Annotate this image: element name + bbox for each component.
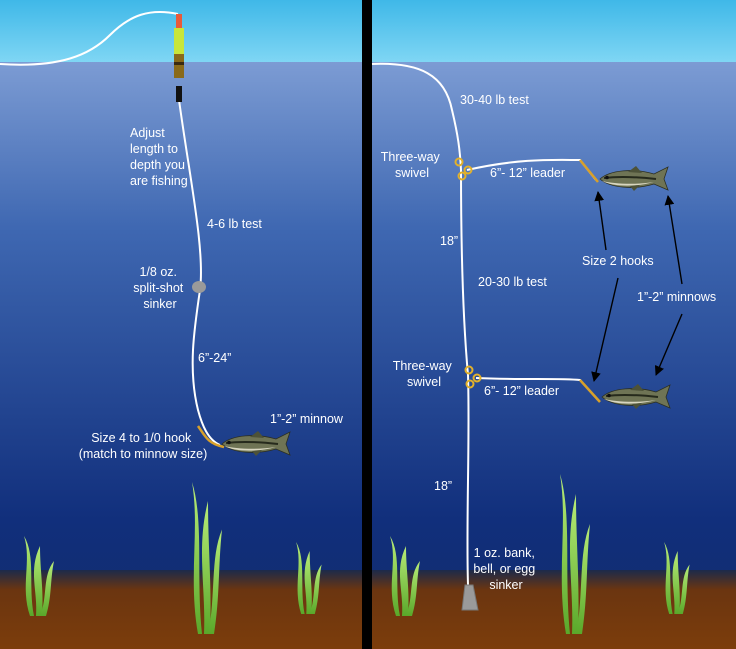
leader-top-label: 6”- 12” leader (490, 166, 565, 180)
adjust-label: Adjust length to depth you are fishing (130, 126, 188, 188)
panel-divider (362, 0, 372, 649)
swivel-bottom-label: Three-way swivel (393, 359, 456, 389)
swivel-top-label: Three-way swivel (381, 150, 444, 180)
minnows-label: 1”-2” minnows (637, 290, 716, 304)
hooks-label: Size 2 hooks (582, 254, 654, 268)
hook-bottom (579, 379, 601, 403)
line-test-label: 4-6 lb test (207, 217, 262, 231)
split-shot-sinker (192, 281, 206, 293)
bobber (174, 14, 184, 102)
hook-top (579, 159, 599, 183)
right-panel: 30-40 lb test Three-way swivel 6”- 12” l… (371, 0, 736, 649)
mid-test-label: 20-30 lb test (478, 275, 547, 289)
distance-label: 6”-24” (198, 351, 231, 365)
main-test-label: 30-40 lb test (460, 93, 529, 107)
swivel-bottom (464, 365, 482, 389)
gap-bottom-label: 18” (434, 479, 452, 493)
swivel-top (454, 157, 473, 181)
hook-left (196, 425, 225, 449)
hook-label: Size 4 to 1/0 hook (match to minnow size… (79, 431, 208, 461)
minnow-label: 1”-2” minnow (270, 412, 344, 426)
sinker-label-left: 1/8 oz. split-shot sinker (133, 265, 187, 311)
bank-sinker (461, 584, 479, 611)
gap-top-label: 18” (440, 234, 458, 248)
left-panel: Adjust length to depth you are fishing 4… (0, 0, 362, 649)
sinker-label-right: 1 oz. bank, bell, or egg sinker (473, 546, 538, 592)
sky-right (372, 0, 736, 62)
leader-bottom-label: 6”- 12” leader (484, 384, 559, 398)
pointer-arrows (591, 191, 683, 382)
